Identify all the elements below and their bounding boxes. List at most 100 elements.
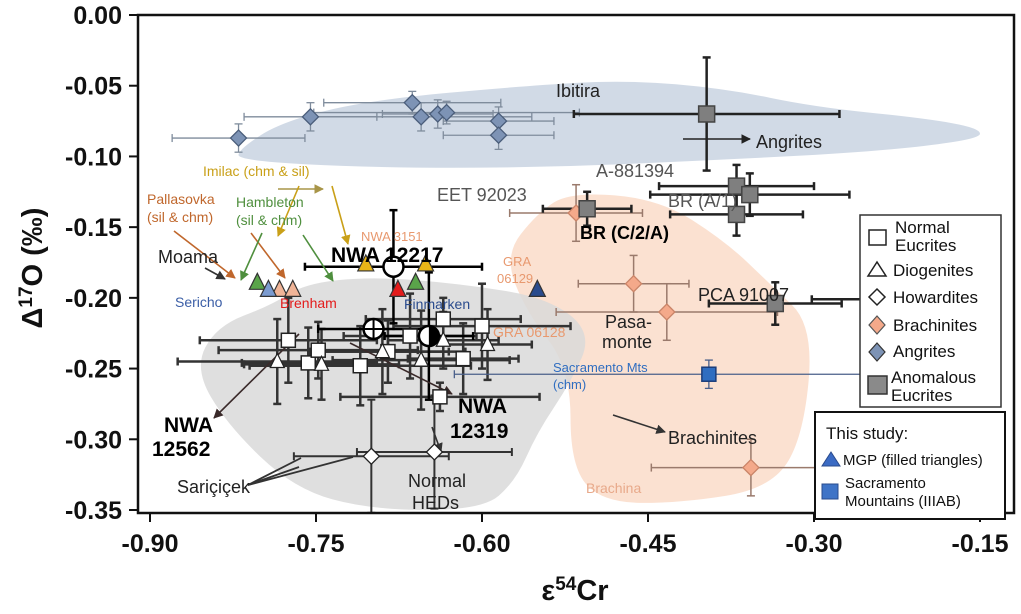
arrow bbox=[349, 342, 453, 395]
label-normal-heds-2: HEDs bbox=[412, 493, 459, 513]
diogenite-marker bbox=[313, 354, 330, 371]
legend-study-box bbox=[814, 411, 1006, 520]
angrite-marker bbox=[229, 129, 248, 147]
diogenite-marker bbox=[435, 330, 452, 347]
arrow bbox=[431, 426, 443, 453]
label-br-a1: BR (A/1) bbox=[668, 191, 737, 211]
data-markers bbox=[229, 93, 910, 477]
leader-line bbox=[247, 466, 300, 486]
angrites-field bbox=[238, 81, 981, 168]
label-imilac: Imilac (chm & sil) bbox=[203, 163, 310, 179]
label-nwa12562: NWA bbox=[164, 414, 213, 437]
legend-label-mgp: MGP (filled triangles) bbox=[843, 452, 983, 469]
label-nwa12319: NWA bbox=[458, 395, 507, 418]
x-tick-label: -0.75 bbox=[288, 530, 345, 558]
anomalous-eucrite-marker bbox=[741, 185, 759, 204]
label-sericho: Sericho bbox=[175, 294, 223, 310]
x-tick-label: -0.45 bbox=[620, 530, 677, 558]
y-tick-label: -0.35 bbox=[65, 497, 122, 525]
legend-label-howardites: Howardites bbox=[893, 288, 978, 307]
anomalous-eucrite-marker bbox=[697, 105, 716, 123]
brachinite-marker bbox=[624, 274, 643, 293]
arrow bbox=[250, 232, 286, 279]
anomalous-eucrite-marker bbox=[766, 294, 785, 313]
label-moama: Moama bbox=[158, 247, 219, 267]
mgp-triangle-marker bbox=[416, 253, 435, 272]
normal-eucrite-marker bbox=[432, 389, 448, 405]
label-pca91007: PCA 91007 bbox=[698, 285, 789, 305]
label-br-c2a: BR (C/2/A) bbox=[580, 223, 669, 243]
label-nwa12319-2: 12319 bbox=[450, 420, 508, 443]
leader-line bbox=[247, 457, 302, 486]
arrow bbox=[173, 230, 236, 279]
diogenite-marker bbox=[269, 352, 286, 369]
label-sacramento: Sacramento Mts bbox=[553, 360, 648, 375]
y-axis: 0.00-0.05-0.10-0.15-0.20-0.25-0.30-0.35 bbox=[65, 2, 138, 525]
angrite-marker bbox=[437, 103, 456, 122]
arrow bbox=[204, 267, 226, 280]
legend-triangle-open-icon bbox=[866, 260, 888, 277]
label-saricicek: Sariçiçek bbox=[177, 477, 251, 497]
brachinite-marker bbox=[657, 303, 676, 321]
y-axis-title: Δ17O (‰) bbox=[16, 208, 49, 329]
anomalous-eucrite-marker bbox=[578, 200, 596, 218]
normal-eucrite-marker bbox=[435, 311, 452, 327]
legend-diamond-angrite-icon bbox=[868, 342, 886, 362]
mgp-triangle-marker bbox=[406, 271, 425, 290]
label-finmarken: Finmarken bbox=[404, 296, 470, 312]
label-pallasovka: Pallasovka bbox=[147, 191, 215, 207]
x-tick-label: -0.90 bbox=[122, 530, 179, 558]
arrow bbox=[276, 185, 300, 237]
legend-box bbox=[859, 214, 1002, 408]
label-gra06129: GRA bbox=[503, 254, 532, 269]
howardite-marker bbox=[362, 447, 381, 466]
legend-diamond-brachinite-icon bbox=[868, 315, 886, 335]
legend-label-sacramento-2: Mountains (IIIAB) bbox=[845, 493, 961, 510]
legend-label-diogenites: Diogenites bbox=[893, 261, 973, 280]
legend-diamond-open-icon bbox=[867, 287, 887, 307]
normal-eucrite-marker bbox=[402, 328, 418, 344]
brachinite-marker bbox=[742, 458, 760, 477]
mgp-triangle-marker bbox=[248, 271, 267, 290]
angrite-marker bbox=[301, 107, 320, 126]
mgp-triangle-marker bbox=[388, 279, 407, 297]
sacramento-marker bbox=[701, 366, 717, 382]
legend-label-brachinites: Brachinites bbox=[893, 316, 977, 335]
brachinites-field bbox=[510, 194, 810, 503]
label-a881394: A-881394 bbox=[596, 161, 674, 181]
leader-line bbox=[247, 456, 354, 486]
anomalous-eucrite-marker bbox=[727, 205, 746, 224]
mgp-triangle-marker bbox=[270, 279, 289, 297]
legend-label-normal-eucrites: Normal bbox=[895, 218, 950, 237]
annotation-arrows bbox=[173, 134, 751, 486]
studied-achondrite-marker bbox=[382, 255, 405, 278]
legend-label-angrites: Angrites bbox=[893, 342, 955, 361]
diogenite-marker bbox=[374, 342, 391, 359]
legend-label-normal-eucrites-2: Eucrites bbox=[895, 236, 956, 255]
normal-eucrite-marker bbox=[455, 350, 471, 367]
x-tick-label: -0.15 bbox=[952, 530, 1009, 558]
normal-eucrite-marker bbox=[300, 355, 317, 371]
howardite-marker bbox=[425, 443, 444, 461]
legend-label-anomalous: Anomalous bbox=[891, 368, 976, 387]
normal-eucrite-marker bbox=[310, 342, 326, 358]
legend-square-gray-icon bbox=[867, 375, 888, 395]
x-axis: -0.90-0.75-0.60-0.45-0.30-0.150.000.15 bbox=[122, 513, 1009, 558]
y-tick-label: -0.30 bbox=[65, 426, 122, 454]
label-nwa12562-2: 12562 bbox=[152, 438, 210, 461]
label-pasamonte-2: monte bbox=[602, 332, 652, 352]
label-angrites: Angrites bbox=[756, 132, 822, 152]
label-gra06128: GRA 06128 bbox=[493, 324, 566, 340]
mgp-triangle-marker bbox=[283, 279, 302, 297]
angrite-marker bbox=[403, 93, 422, 112]
legend-square-blue-icon bbox=[821, 483, 839, 500]
label-gra06129-2: 06129 bbox=[497, 271, 533, 286]
y-tick-label: 0.00 bbox=[73, 2, 122, 30]
label-nwa3151: NWA 3151 bbox=[361, 229, 423, 244]
legend-label-sacramento: Sacramento bbox=[845, 475, 926, 492]
label-sacramento-2: (chm) bbox=[553, 377, 586, 392]
mgp-triangle-marker bbox=[528, 279, 547, 297]
legend-study-title: This study: bbox=[826, 424, 908, 443]
mgp-triangle-marker bbox=[356, 253, 375, 272]
half-filled-icon bbox=[428, 326, 439, 347]
